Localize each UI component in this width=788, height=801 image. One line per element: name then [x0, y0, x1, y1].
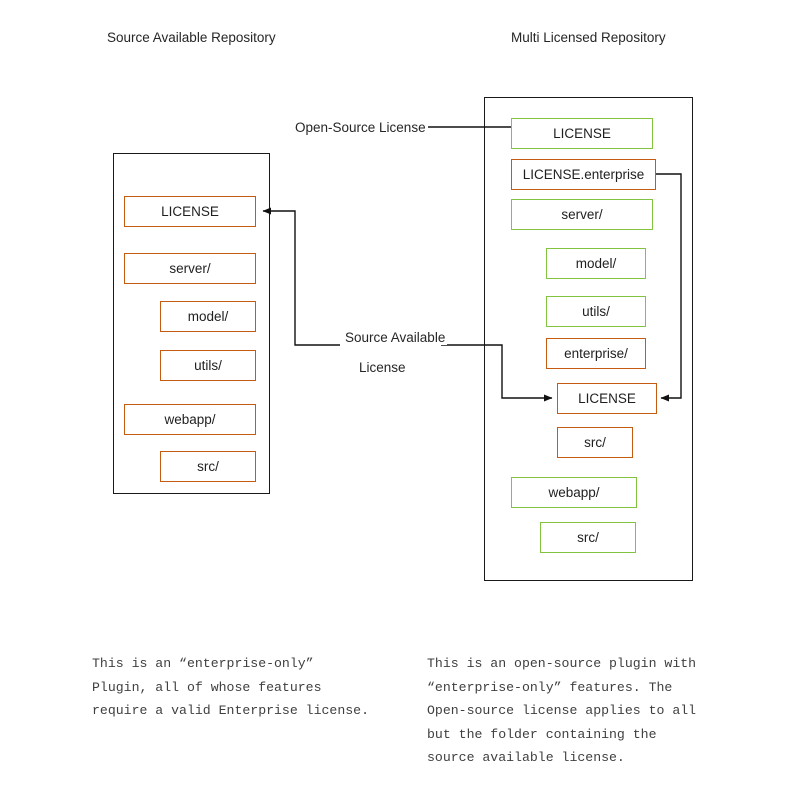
left-node-src[interactable]: src/ [160, 451, 256, 482]
connector-label-source-available-line1: Source Available [343, 330, 448, 345]
left-node-webapp[interactable]: webapp/ [124, 404, 256, 435]
right-caption: This is an open-source plugin with “ente… [427, 656, 697, 765]
right-node-nested-license[interactable]: LICENSE [557, 383, 657, 414]
right-node-license[interactable]: LICENSE [511, 118, 653, 149]
right-node-model[interactable]: model/ [546, 248, 646, 279]
right-repo-frame [484, 97, 693, 581]
wire-source-available-to-left [262, 207, 340, 346]
left-node-server[interactable]: server/ [124, 253, 256, 284]
left-node-model[interactable]: model/ [160, 301, 256, 332]
left-node-utils[interactable]: utils/ [160, 350, 256, 381]
right-node-license-enterprise[interactable]: LICENSE.enterprise [511, 159, 656, 190]
connector-label-open-source: Open-Source License [293, 120, 428, 135]
left-node-license[interactable]: LICENSE [124, 196, 256, 227]
right-node-server[interactable]: server/ [511, 199, 653, 230]
left-repo-title: Source Available Repository [107, 30, 276, 45]
right-node-enterprise[interactable]: enterprise/ [546, 338, 646, 369]
connector-label-source-available-line2: License [357, 360, 408, 375]
left-caption: This is an “enterprise-only” Plugin, all… [92, 656, 369, 718]
right-node-nested-src[interactable]: src/ [557, 427, 633, 458]
right-node-webapp-src[interactable]: src/ [540, 522, 636, 553]
right-node-utils[interactable]: utils/ [546, 296, 646, 327]
right-repo-title: Multi Licensed Repository [511, 30, 666, 45]
right-node-webapp[interactable]: webapp/ [511, 477, 637, 508]
